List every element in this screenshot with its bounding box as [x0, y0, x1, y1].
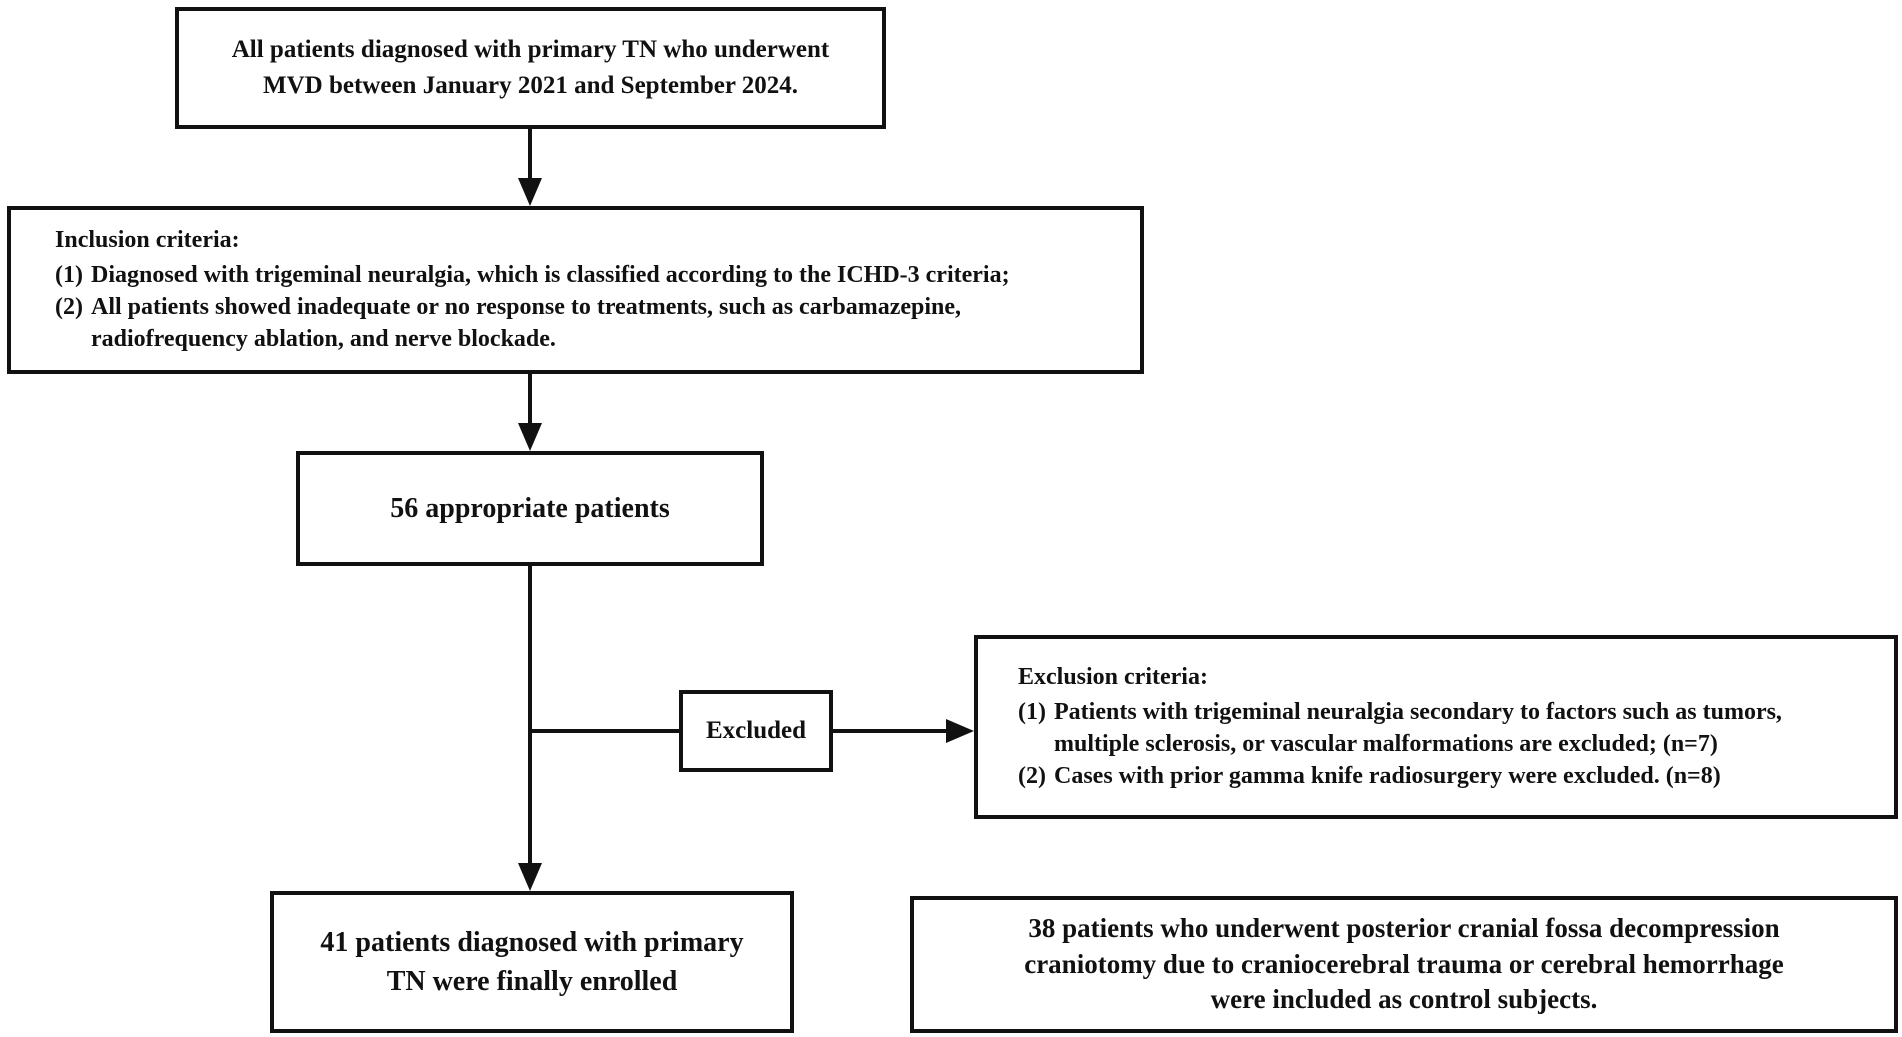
controls-line: 38 patients who underwent posterior cran…	[1028, 913, 1780, 944]
inclusion-item: (2) All patients showed inadequate or no…	[55, 292, 1118, 355]
control-subjects-box: 38 patients who underwent posterior cran…	[910, 896, 1898, 1033]
inclusion-item-text: Diagnosed with trigeminal neuralgia, whi…	[91, 262, 1010, 289]
enrolled-patients-box: 41 patients diagnosed with primary TN we…	[270, 891, 794, 1033]
inclusion-heading: Inclusion criteria:	[55, 226, 240, 253]
enrolled-line: TN were finally enrolled	[386, 966, 678, 997]
appropriate-patients-box: 56 appropriate patients	[296, 451, 764, 566]
excluded-label-box: Excluded	[679, 690, 833, 772]
inclusion-item-text: All patients showed inadequate or no res…	[91, 294, 962, 352]
appropriate-patients-text: 56 appropriate patients	[390, 492, 670, 524]
excluded-label-text: Excluded	[705, 717, 807, 744]
start-box: All patients diagnosed with primary TN w…	[175, 7, 886, 129]
exclusion-criteria-box: Exclusion criteria: (1) Patients with tr…	[974, 635, 1898, 819]
inclusion-criteria-box: Inclusion criteria: (1) Diagnosed with t…	[7, 206, 1144, 374]
exclusion-heading: Exclusion criteria:	[1018, 663, 1208, 690]
exclusion-item-text: Patients with trigeminal neuralgia secon…	[1054, 699, 1782, 757]
inclusion-item-number: (2)	[55, 294, 83, 320]
inclusion-item-number: (1)	[55, 262, 83, 289]
arrowhead-appropriate	[518, 423, 542, 451]
arrowhead-inclusion	[518, 178, 542, 206]
enrolled-line: 41 patients diagnosed with primary	[320, 926, 744, 958]
exclusion-item-text: Cases with prior gamma knife radiosurger…	[1054, 762, 1721, 789]
exclusion-item-number: (1)	[1018, 699, 1046, 726]
start-line: MVD between January 2021 and September 2…	[263, 72, 798, 99]
arrowhead-enrolled	[518, 863, 542, 891]
controls-line: craniotomy due to craniocerebral trauma …	[1024, 948, 1784, 979]
exclusion-item-number: (2)	[1018, 762, 1046, 789]
exclusion-item: (1) Patients with trigeminal neuralgia s…	[1018, 697, 1874, 760]
start-line: All patients diagnosed with primary TN w…	[231, 35, 830, 63]
exclusion-item: (2) Cases with prior gamma knife radiosu…	[1018, 761, 1874, 793]
controls-line: were included as control subjects.	[1210, 984, 1598, 1015]
inclusion-item: (1) Diagnosed with trigeminal neuralgia,…	[55, 260, 1118, 292]
arrowhead-exclusion	[946, 719, 974, 743]
